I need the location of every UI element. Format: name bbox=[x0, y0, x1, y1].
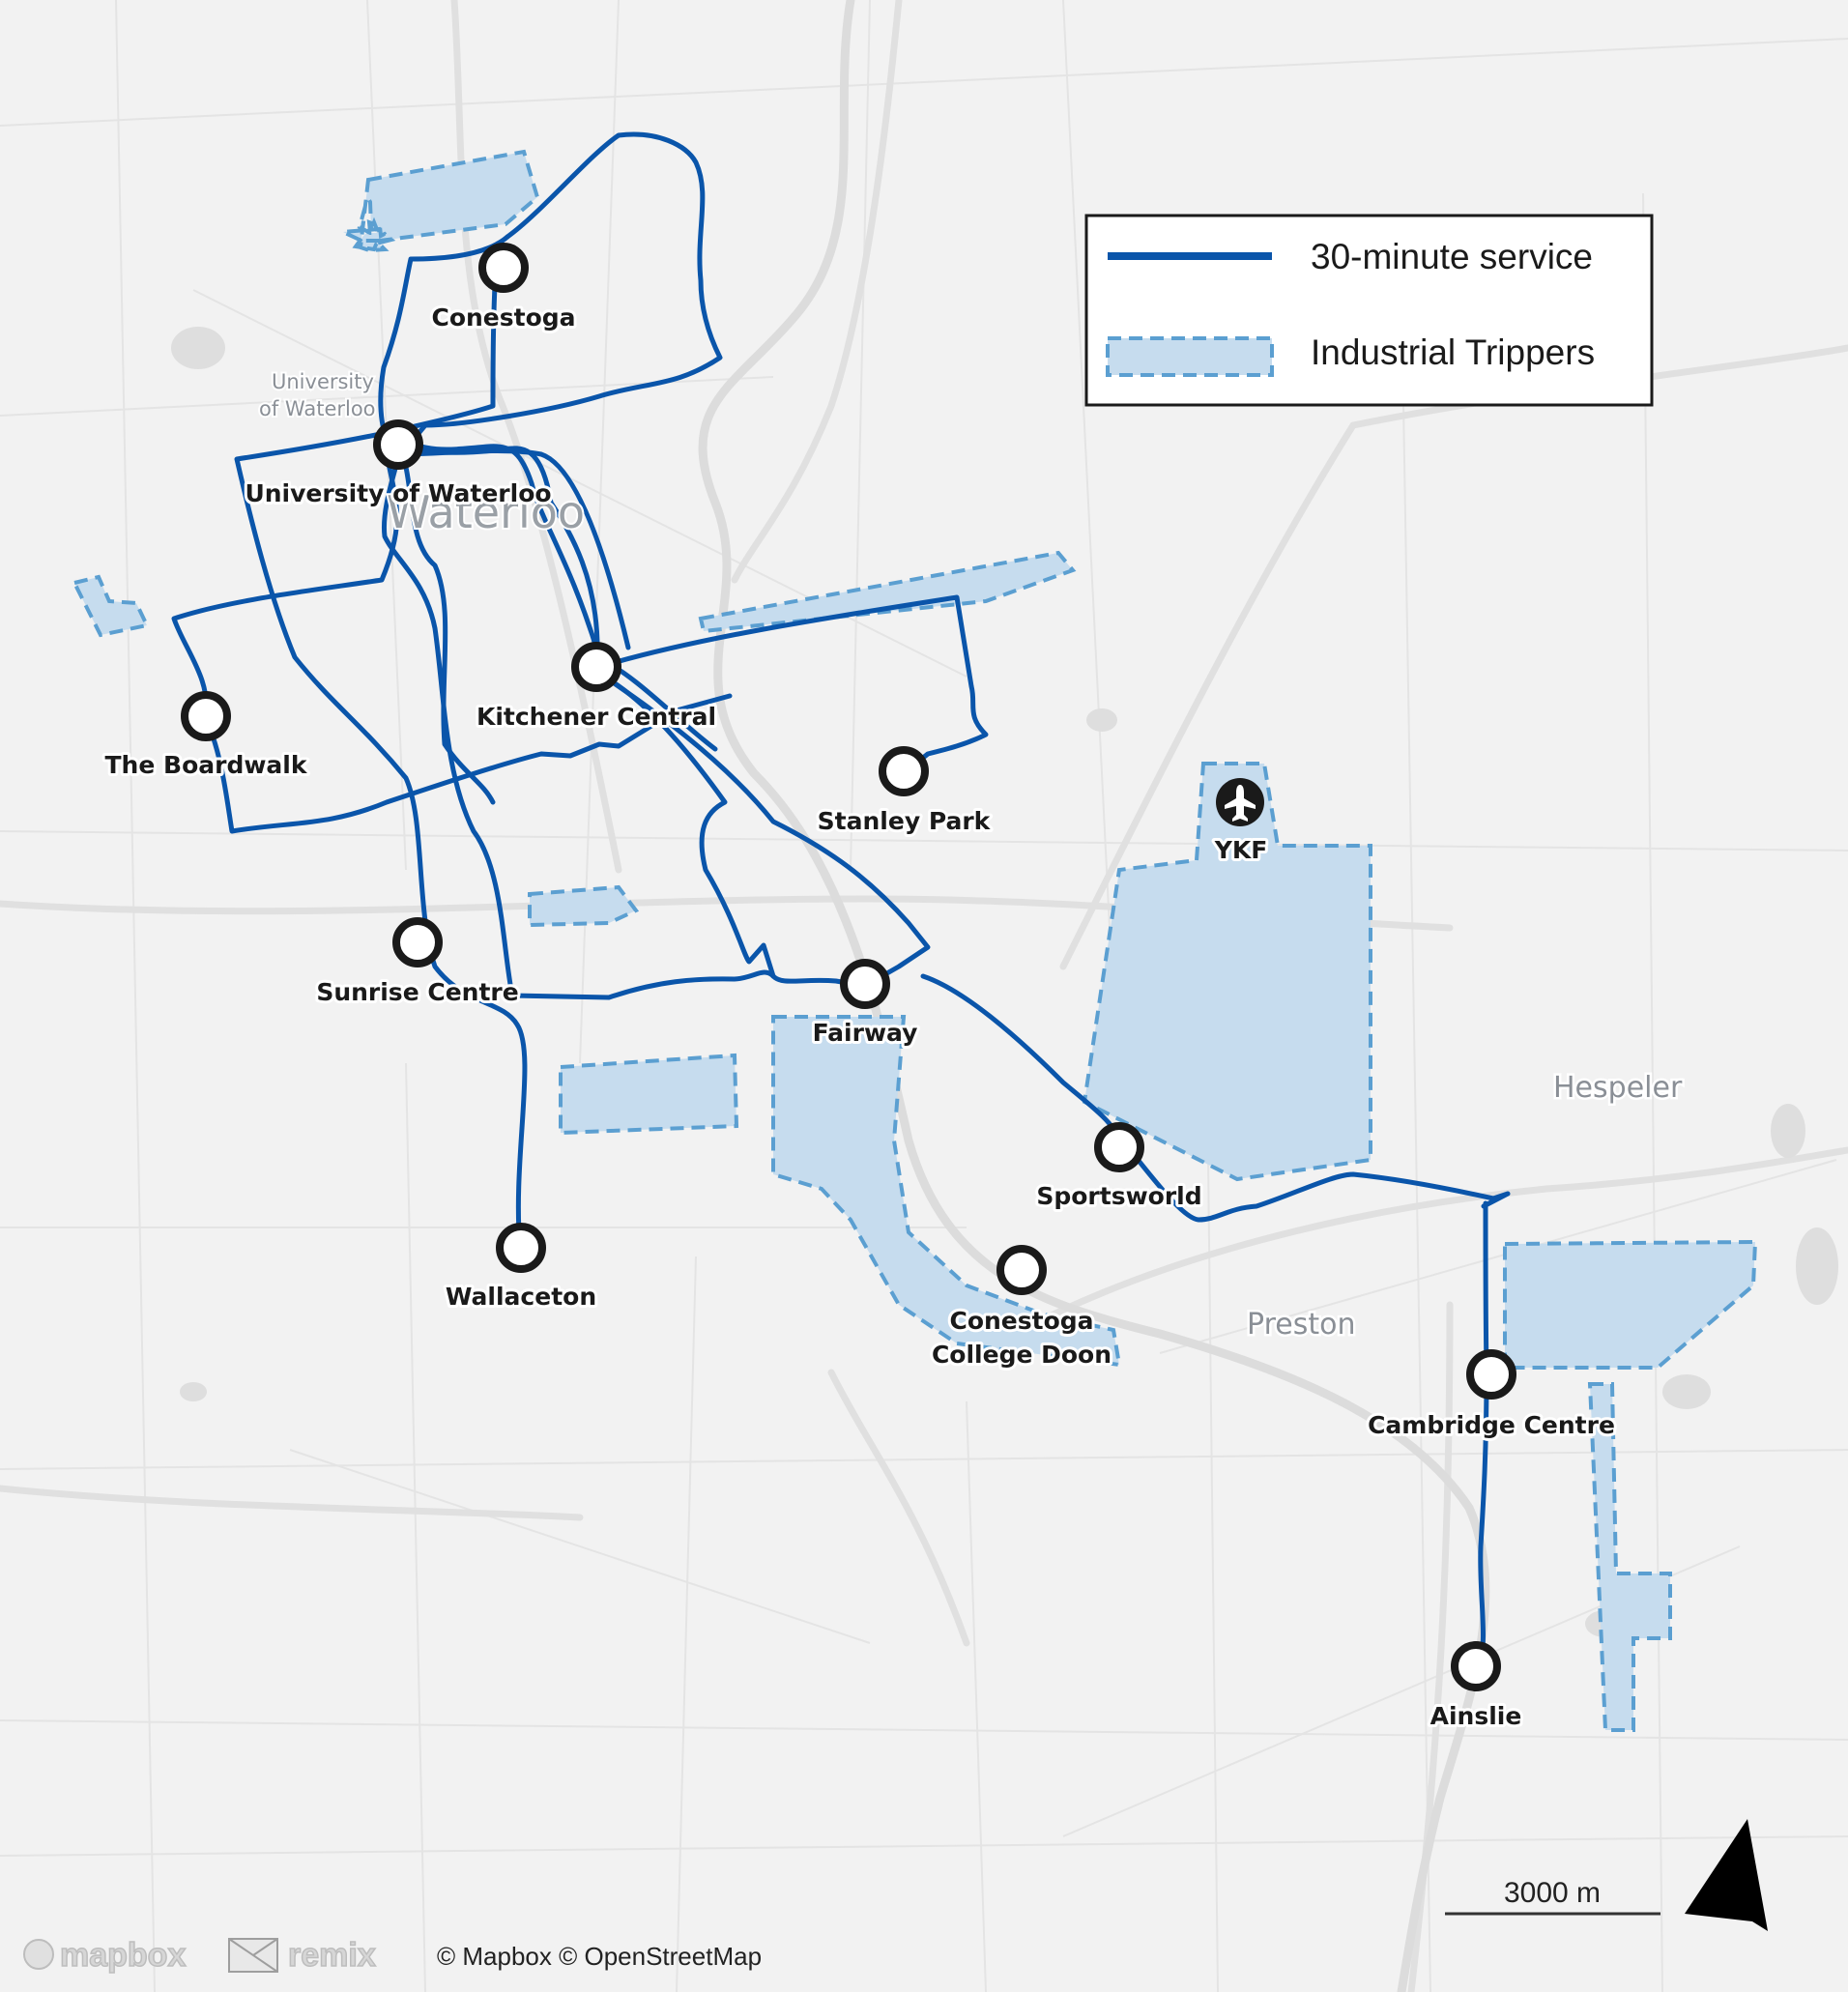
tripper-zone-north bbox=[335, 149, 540, 253]
attribution-text[interactable]: © Mapbox © OpenStreetMap bbox=[437, 1942, 762, 1971]
industrial-tripper-zones bbox=[72, 149, 1758, 1732]
tripper-zone-airport bbox=[1082, 762, 1372, 1182]
route-kc-fairway-b bbox=[601, 674, 931, 989]
stop-label: Sportsworld bbox=[1036, 1182, 1201, 1210]
stop-conestoga-college-doon[interactable]: Conestoga College Doon bbox=[929, 1245, 1114, 1371]
stop-university-of-waterloo[interactable]: University of Waterloo bbox=[242, 419, 555, 510]
tripper-zone-southwest bbox=[559, 1053, 739, 1136]
stop-label: Kitchener Central bbox=[476, 703, 716, 731]
preston-label: Preston bbox=[1247, 1308, 1355, 1342]
mapbox-logo-icon bbox=[23, 1939, 54, 1970]
stop-the-boardwalk[interactable]: The Boardwalk bbox=[102, 691, 311, 782]
north-arrow-icon bbox=[1685, 1819, 1768, 1931]
stop-label: University of Waterloo bbox=[245, 479, 551, 507]
stop-label-line2: College Doon bbox=[932, 1341, 1112, 1369]
stop-label: The Boardwalk bbox=[105, 751, 308, 779]
stop-label: Stanley Park bbox=[818, 807, 992, 835]
attribution: mapbox remix © Mapbox © OpenStreetMap bbox=[23, 1936, 762, 1975]
airport-label: YKF bbox=[1214, 836, 1268, 864]
uw-poi-line1: University bbox=[272, 370, 374, 393]
legend-service-label: 30-minute service bbox=[1311, 237, 1593, 276]
tripper-zone-lower-north bbox=[698, 550, 1077, 634]
tripper-zone-ainslie-east bbox=[1587, 1382, 1672, 1732]
mapbox-brand: mapbox bbox=[60, 1937, 186, 1974]
tripper-zone-cambridge-east bbox=[1503, 1239, 1758, 1370]
route-bundle-uw-2 bbox=[381, 451, 515, 998]
stop-kitchener-central[interactable]: Kitchener Central bbox=[474, 642, 719, 734]
stop-conestoga[interactable]: Conestoga bbox=[428, 243, 579, 334]
route-cambridge-ainslie bbox=[1476, 1200, 1489, 1667]
route-uw-kitchener bbox=[396, 442, 496, 805]
stop-fairway[interactable]: Fairway bbox=[810, 959, 920, 1050]
route-fairway-sportsworld bbox=[920, 973, 1511, 1223]
stop-wallaceton[interactable]: Wallaceton bbox=[443, 1223, 599, 1314]
stop-ainslie[interactable]: Ainslie bbox=[1428, 1641, 1524, 1733]
stop-label: Wallaceton bbox=[446, 1283, 596, 1311]
bus-routes bbox=[171, 131, 1511, 1667]
route-kc-stanley bbox=[596, 594, 989, 776]
stop-sportsworld[interactable]: Sportsworld bbox=[1033, 1122, 1205, 1213]
legend-tripper-label: Industrial Trippers bbox=[1311, 332, 1595, 372]
place-labels: Waterloo University of Waterloo Hespeler… bbox=[257, 368, 1685, 1344]
stop-sunrise-centre[interactable]: Sunrise Centre bbox=[313, 917, 522, 1009]
tripper-zone-northwest bbox=[72, 574, 150, 638]
stops: Conestoga University of Waterloo The Boa… bbox=[102, 243, 1618, 1733]
airplane-icon-shape bbox=[1225, 785, 1256, 822]
stop-label: Ainslie bbox=[1430, 1702, 1522, 1730]
route-uw-kc bbox=[403, 442, 718, 752]
route-conestoga-west bbox=[378, 234, 510, 452]
tripper-zone-west-small bbox=[528, 884, 640, 928]
stop-label: Conestoga bbox=[431, 303, 575, 332]
stop-label: Sunrise Centre bbox=[316, 978, 518, 1006]
remix-brand: remix bbox=[288, 1937, 376, 1974]
legend: 30-minute service Industrial Trippers bbox=[1084, 214, 1654, 407]
stop-label: Cambridge Centre bbox=[1368, 1411, 1615, 1439]
stop-stanley-park[interactable]: Stanley Park bbox=[815, 746, 995, 838]
route-bundle-uw-1 bbox=[396, 434, 602, 660]
route-uw-boardwalk bbox=[234, 427, 528, 1250]
route-conestoga-loop bbox=[398, 131, 723, 650]
legend-tripper-swatch bbox=[1106, 336, 1274, 377]
route-kc-fairway-a bbox=[601, 674, 776, 979]
stop-cambridge-centre[interactable]: Cambridge Centre bbox=[1365, 1349, 1618, 1442]
hespeler-label: Hespeler bbox=[1553, 1071, 1683, 1105]
uw-poi-line2: of Waterloo bbox=[259, 397, 376, 420]
airport-ykf[interactable]: YKF bbox=[1211, 778, 1270, 867]
stop-label-line1: Conestoga bbox=[949, 1307, 1093, 1335]
scale-bar: 3000 m bbox=[1445, 1877, 1660, 1916]
waterloo-label: Waterloo bbox=[387, 486, 585, 538]
route-sunrise-east bbox=[509, 969, 866, 1000]
scale-label: 3000 m bbox=[1504, 1877, 1601, 1909]
stop-label: Fairway bbox=[813, 1019, 918, 1047]
tripper-zone-doon bbox=[771, 1015, 1122, 1368]
